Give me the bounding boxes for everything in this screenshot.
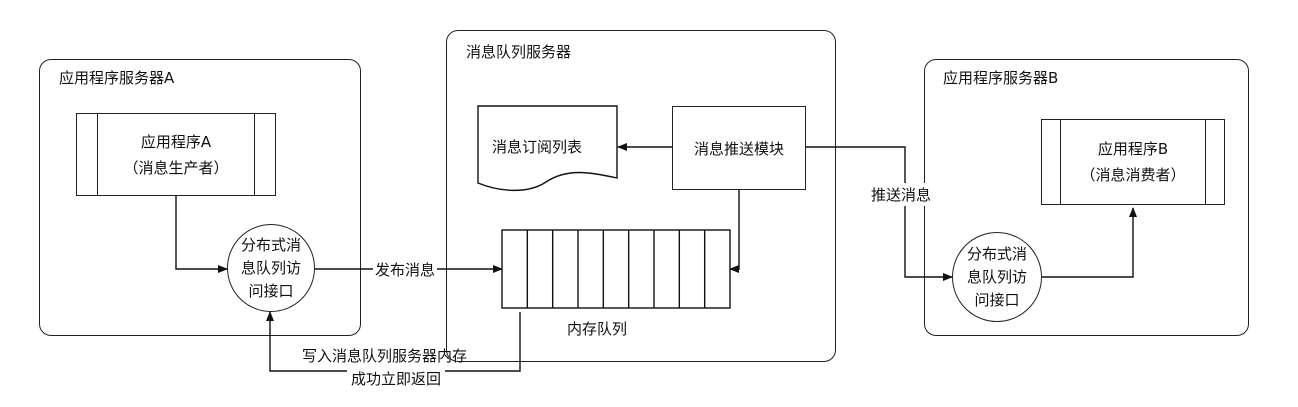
return-label-line2: 成功立即返回 — [347, 368, 446, 389]
edge-push-to-queue — [729, 190, 740, 273]
mq-server-container — [446, 30, 836, 362]
app-server-a-container — [39, 59, 361, 336]
memory-queue-label: 内存队列 — [567, 320, 628, 338]
access-b-line3: 问接口 — [974, 290, 1020, 309]
push-module: 消息推送模块 — [672, 106, 806, 190]
mq-server-title: 消息队列服务器 — [466, 43, 572, 61]
app-server-b-title: 应用程序服务器B — [943, 69, 1059, 87]
app-b-process: 应用程序B （消息消费者） — [1041, 119, 1225, 205]
access-interface-a: 分布式消 息队列访 问接口 — [227, 224, 315, 312]
app-b-line1: 应用程序B — [1097, 140, 1169, 158]
access-a-line2: 息队列访 — [240, 258, 301, 277]
push-module-label: 消息推送模块 — [693, 139, 784, 158]
app-b-line2: （消息消费者） — [1080, 166, 1186, 184]
access-b-line1: 分布式消 — [966, 244, 1027, 263]
edge-push — [806, 146, 953, 281]
push-label: 推送消息 — [869, 183, 934, 206]
app-a-line2: （消息生产者） — [123, 158, 229, 177]
access-interface-b: 分布式消 息队列访 问接口 — [952, 232, 1042, 322]
publish-label: 发布消息 — [373, 259, 438, 280]
access-a-line1: 分布式消 — [240, 235, 301, 254]
edge-appa-to-access — [175, 196, 228, 273]
access-b-line2: 息队列访 — [966, 267, 1027, 286]
subscription-list-label: 消息订阅列表 — [492, 138, 583, 156]
app-a-process: 应用程序A （消息生产者） — [76, 113, 276, 196]
app-a-line1: 应用程序A — [140, 132, 212, 151]
access-a-line3: 问接口 — [248, 281, 294, 300]
return-label-line1: 写入消息队列服务器内存 — [302, 347, 468, 365]
edge-accessb-to-appb — [1042, 207, 1137, 278]
subscription-list-shape — [477, 105, 618, 192]
memory-queue — [501, 229, 731, 309]
app-server-a-title: 应用程序服务器A — [59, 69, 175, 87]
